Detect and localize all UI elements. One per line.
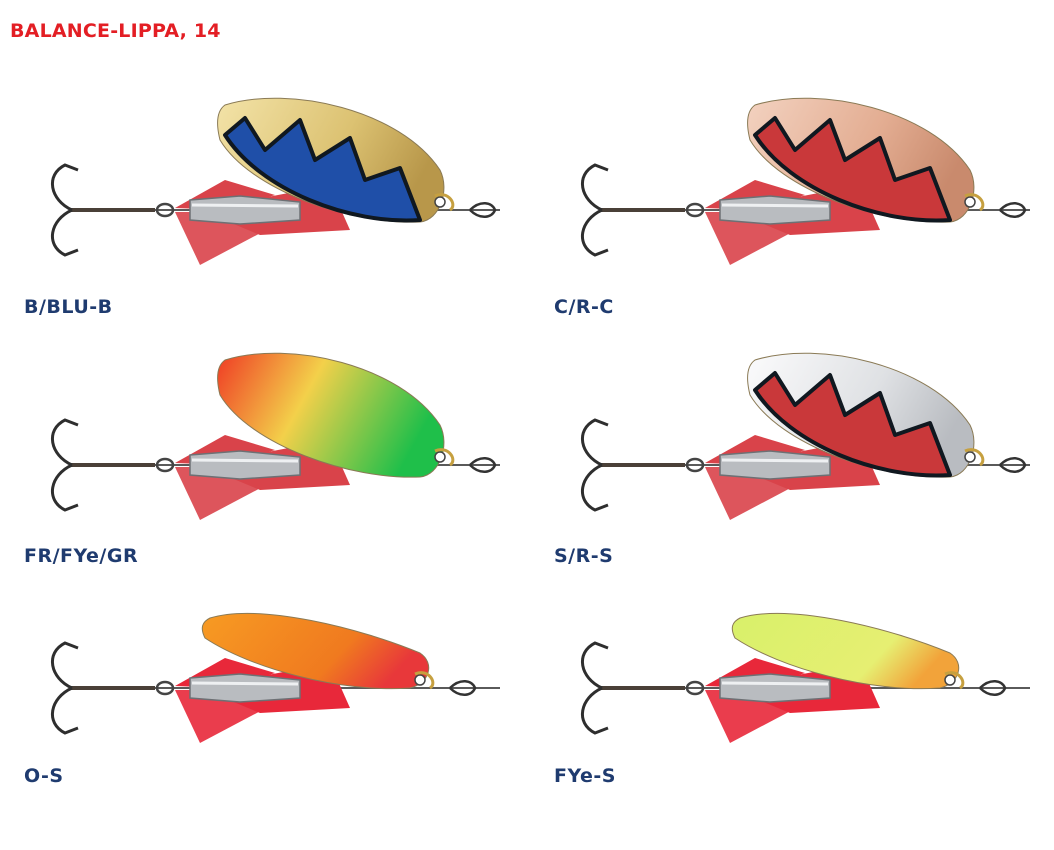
hook-eye [685, 457, 705, 473]
lure-card[interactable]: S/R-S [530, 345, 1030, 595]
lure-code: O-S [24, 765, 64, 787]
body-weight [719, 450, 831, 480]
body-highlight [191, 458, 299, 463]
hook-barb [50, 418, 79, 467]
spinner-blade [217, 352, 445, 478]
hook-barb [50, 463, 79, 512]
page-title: BALANCE-LIPPA, 14 [10, 20, 221, 42]
clevis [434, 193, 455, 212]
body-weight [189, 195, 301, 225]
body-highlight [721, 458, 829, 463]
hook-barb [50, 163, 79, 212]
blade-pattern [753, 371, 952, 478]
body-weight [719, 673, 831, 703]
lure-code: C/R-C [554, 296, 614, 318]
hook-eye [155, 202, 175, 218]
body-highlight [191, 681, 299, 686]
clevis [434, 448, 455, 467]
hook-barb [50, 686, 79, 735]
clevis [414, 671, 435, 690]
body-weight [189, 673, 301, 703]
body-highlight [721, 203, 829, 208]
blade-hole [434, 451, 446, 463]
lure-image [580, 97, 1030, 265]
lure-card[interactable]: FYe-S [530, 600, 1030, 850]
lure-code: S/R-S [554, 545, 614, 567]
lure-image [580, 352, 1030, 520]
hook-barb [580, 463, 609, 512]
blade-hole [964, 451, 976, 463]
hook-barb [50, 641, 79, 690]
hook-barb [580, 418, 609, 467]
blade-pattern [223, 116, 422, 223]
lure-image [50, 97, 500, 265]
blade-hole [964, 196, 976, 208]
lure-card[interactable]: B/BLU-B [0, 90, 500, 340]
hook-eye [685, 680, 705, 696]
lure-card[interactable]: C/R-C [530, 90, 1030, 340]
blade-hole [414, 674, 426, 686]
lure-image [580, 612, 1030, 743]
blade-hole [944, 674, 956, 686]
hook-barb [580, 641, 609, 690]
spinner-blade [731, 612, 960, 690]
lure-card[interactable]: O-S [0, 600, 500, 850]
line-tie-eye [999, 457, 1027, 473]
hook-barb [50, 208, 79, 257]
line-tie-eye [449, 680, 477, 696]
lure-card[interactable]: FR/FYe/GR [0, 345, 500, 595]
body-highlight [191, 203, 299, 208]
line-tie-eye [999, 202, 1027, 218]
clevis [964, 193, 985, 212]
body-weight [189, 450, 301, 480]
body-weight [719, 195, 831, 225]
lure-image [50, 612, 500, 743]
clevis [964, 448, 985, 467]
line-tie-eye [469, 202, 497, 218]
lure-code: B/BLU-B [24, 296, 113, 318]
hook-barb [580, 208, 609, 257]
hook-eye [685, 202, 705, 218]
spinner-blade [201, 612, 430, 690]
hook-eye [155, 457, 175, 473]
lure-code: FYe-S [554, 765, 616, 787]
blade-pattern [753, 116, 952, 223]
hook-barb [580, 163, 609, 212]
line-tie-eye [469, 457, 497, 473]
lure-code: FR/FYe/GR [24, 545, 139, 567]
hook-eye [155, 680, 175, 696]
clevis [944, 671, 965, 690]
lure-image [50, 352, 500, 520]
body-highlight [721, 681, 829, 686]
line-tie-eye [979, 680, 1007, 696]
hook-barb [580, 686, 609, 735]
blade-hole [434, 196, 446, 208]
